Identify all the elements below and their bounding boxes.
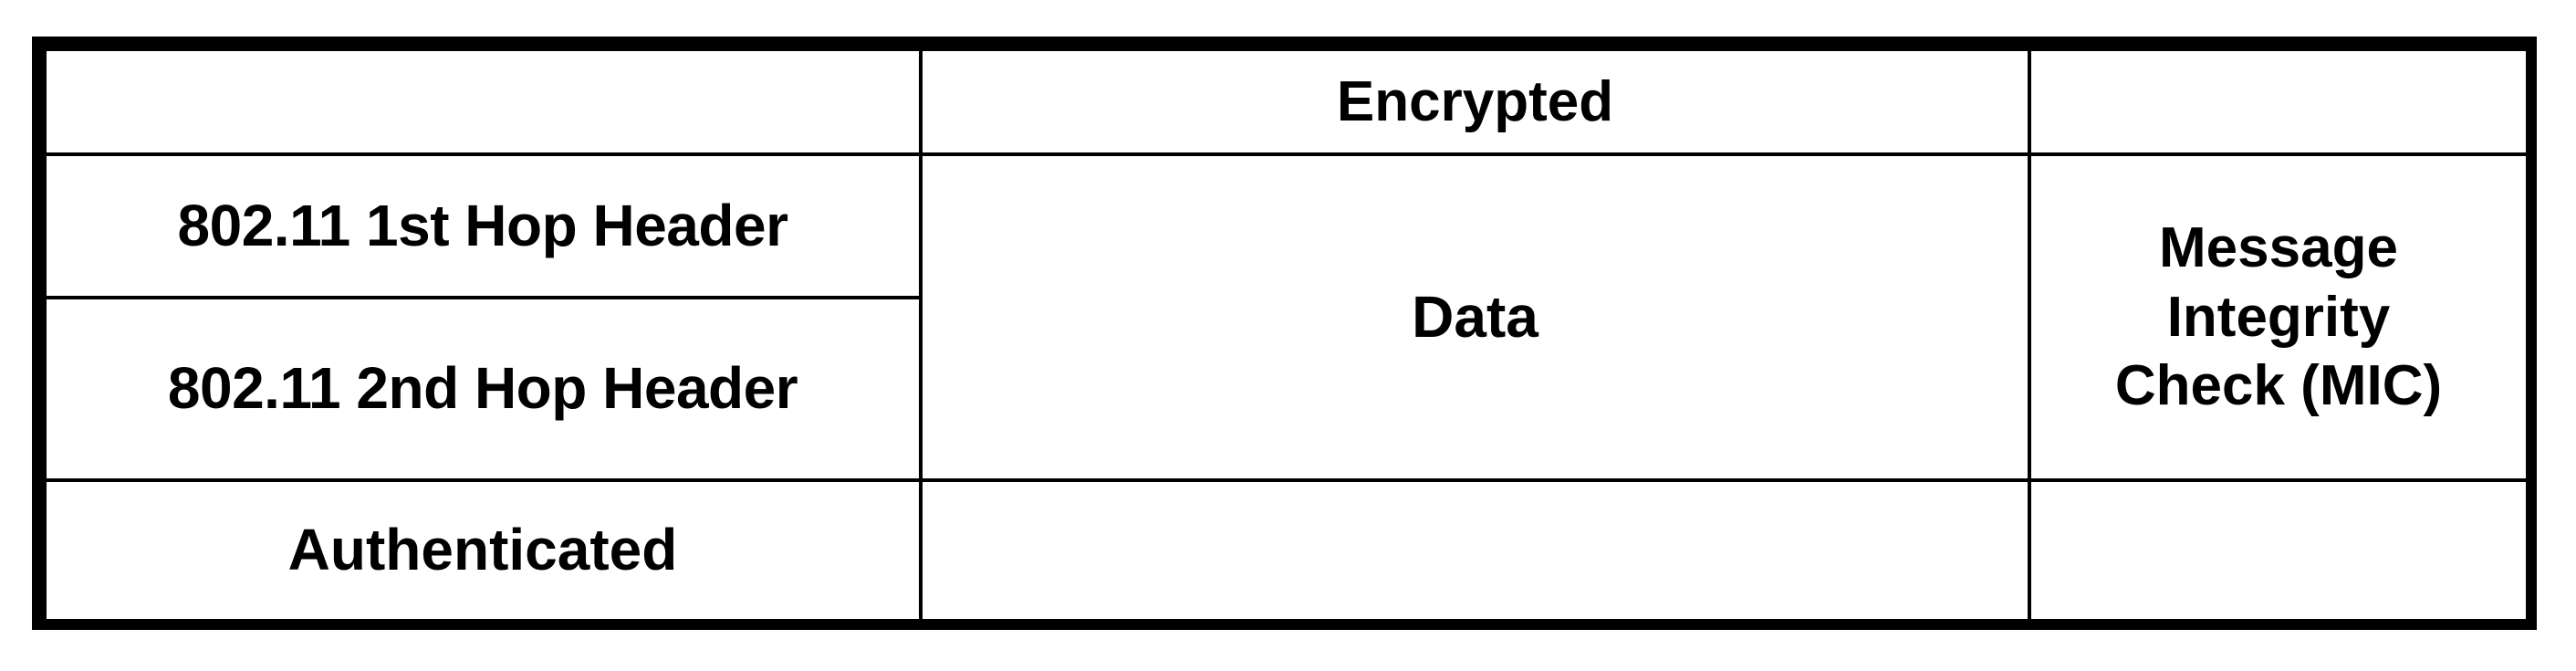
cell-header-column-top-empty — [43, 47, 923, 156]
encrypted-label: Encrypted — [1336, 69, 1614, 133]
cell-data: Data — [919, 152, 2031, 482]
frame-format-diagram: Encrypted 802.11 1st Hop Header Data Mes… — [32, 37, 2537, 630]
cell-mic: Message Integrity Check (MIC) — [2028, 152, 2529, 482]
table-row-bottom: Authenticated — [43, 478, 2529, 623]
mic-label: Message Integrity Check (MIC) — [2114, 216, 2443, 418]
table-row-hop2: 802.11 2nd Hop Header — [43, 296, 2528, 482]
cell-authenticated: Authenticated — [43, 478, 923, 623]
hop1-header-label: 802.11 1st Hop Header — [177, 192, 788, 258]
hop2-header-label: 802.11 2nd Hop Header — [167, 355, 798, 422]
cell-payload-column-bottom-empty — [919, 478, 2031, 623]
table-row-top: Encrypted — [43, 47, 2529, 156]
authenticated-label: Authenticated — [287, 517, 678, 583]
frame-layout-table: Encrypted 802.11 1st Hop Header Data Mes… — [43, 47, 2529, 623]
table-row-hop1: 802.11 1st Hop Header Data Message Integ… — [43, 152, 2529, 482]
cell-hop2-header: 802.11 2nd Hop Header — [43, 296, 923, 482]
cell-hop1-header: 802.11 1st Hop Header — [43, 152, 923, 299]
data-label: Data — [1412, 283, 1538, 350]
cell-encrypted: Encrypted — [919, 47, 2031, 156]
cell-mic-column-top-empty — [2028, 47, 2529, 156]
cell-mic-column-bottom-empty — [2028, 478, 2529, 623]
